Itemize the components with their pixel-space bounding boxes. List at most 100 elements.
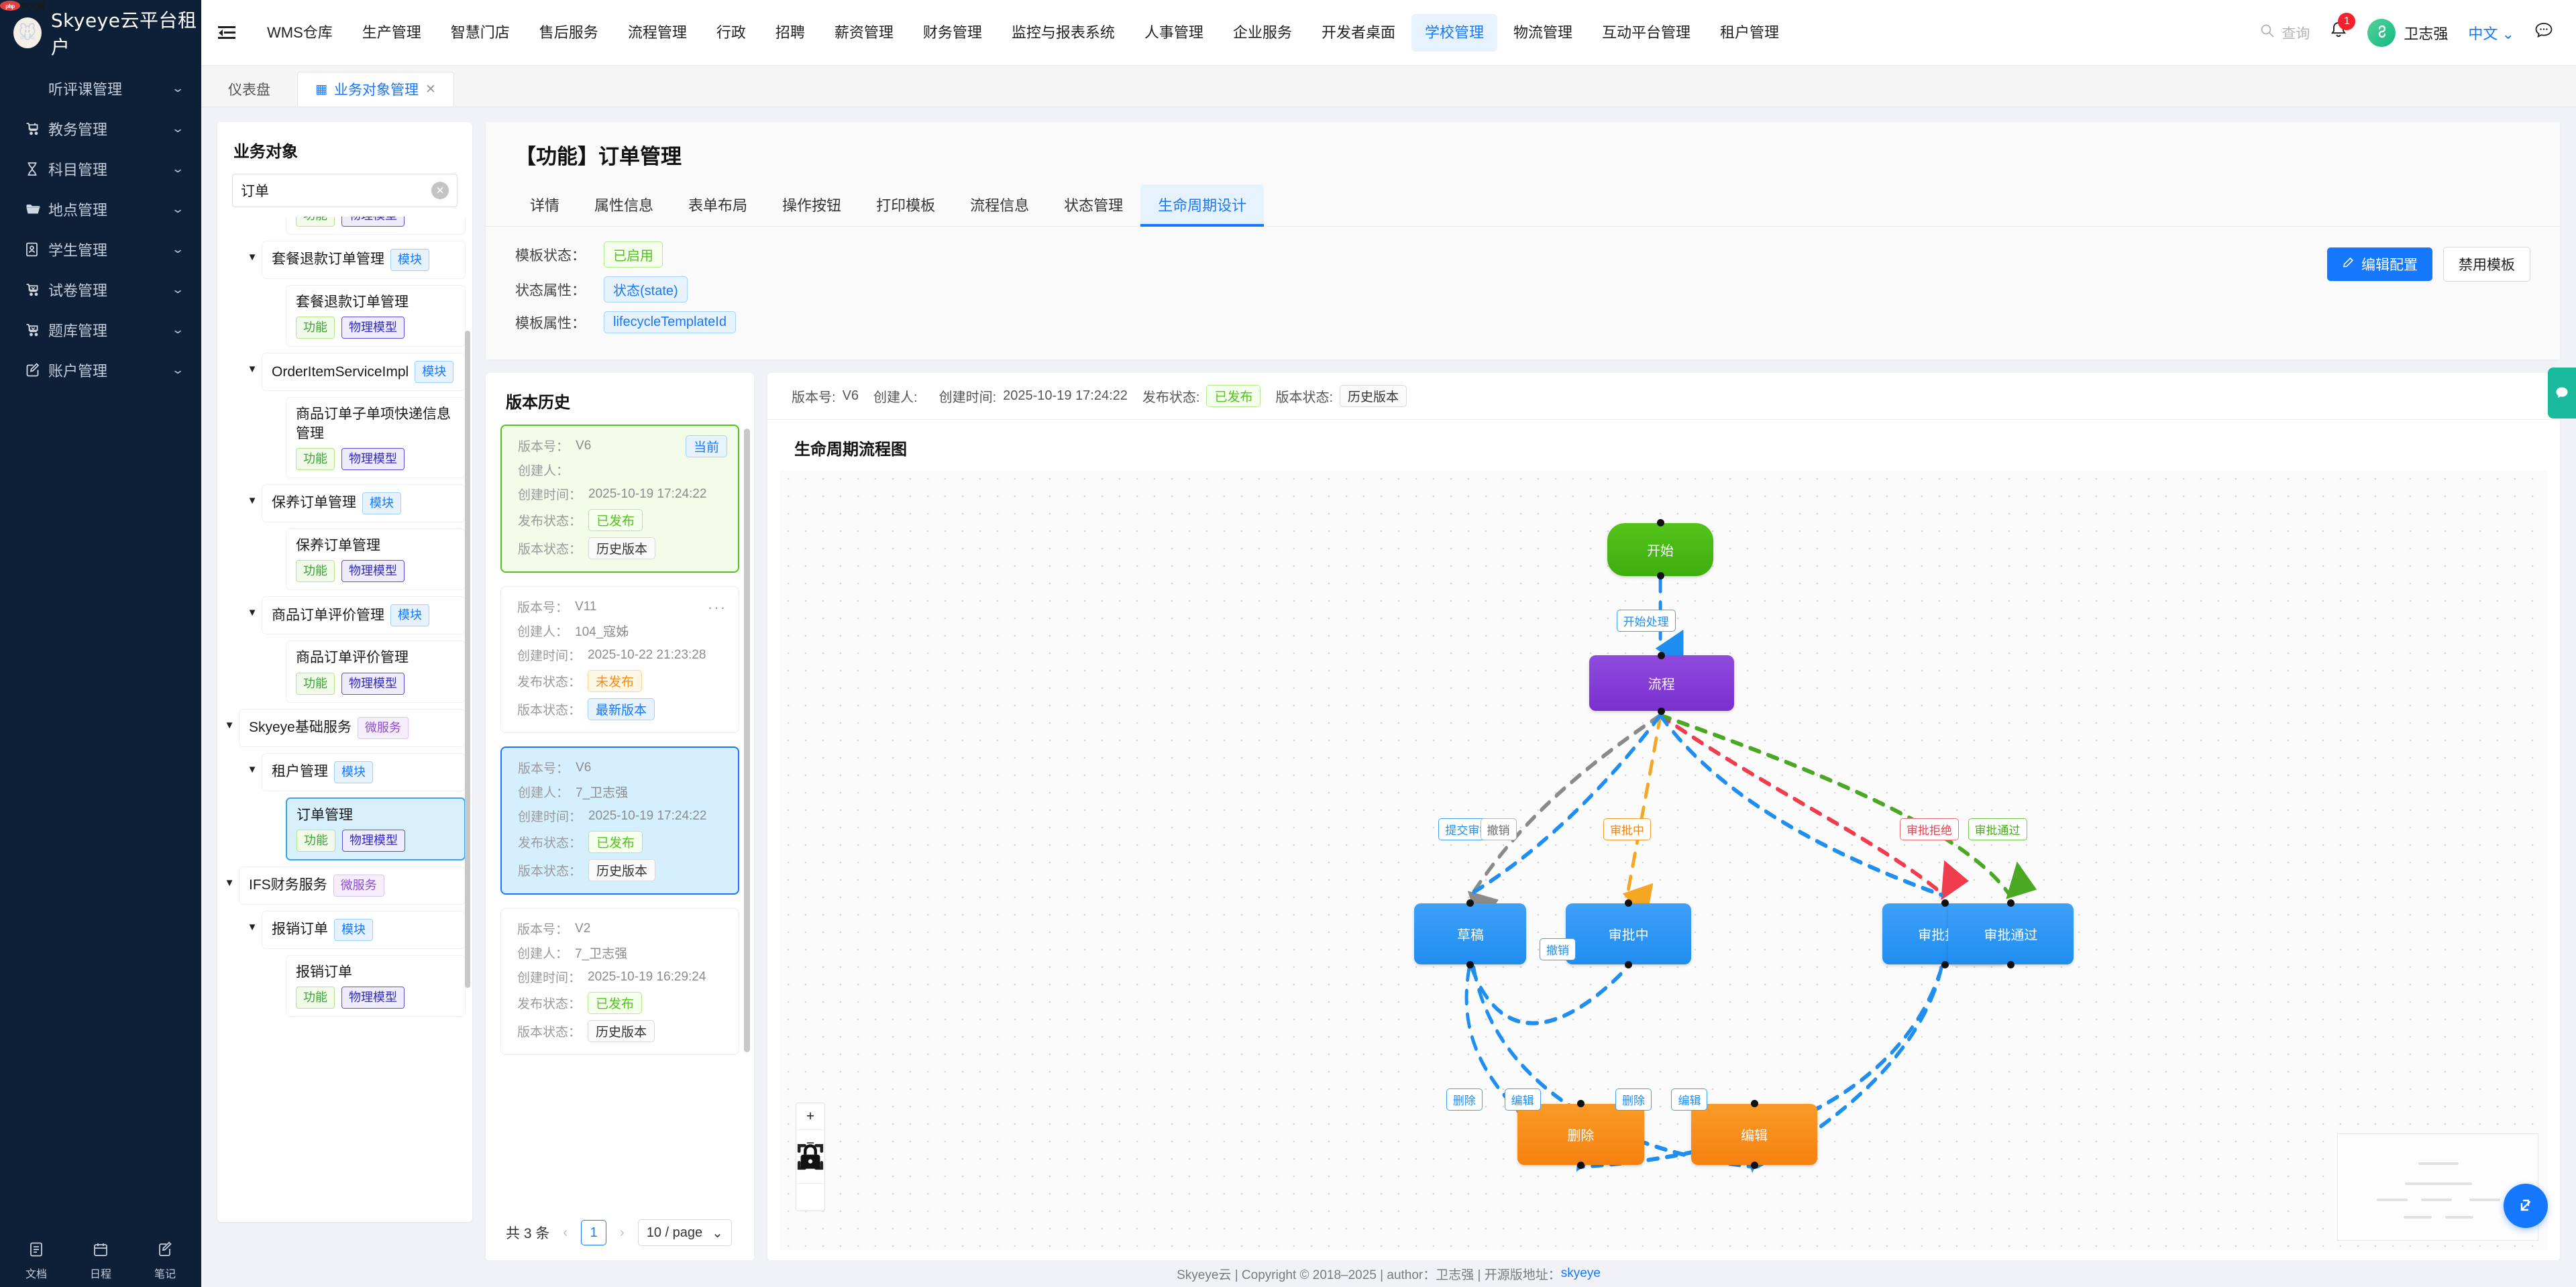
sidebar-item-5[interactable]: 学生管理⌄ (0, 229, 201, 270)
node-port-bottom[interactable] (1466, 960, 1474, 968)
nav-item-14[interactable]: 学校管理 (1411, 13, 1497, 52)
tree-node-9[interactable]: 商品订单评价管理功能物理模型 (286, 640, 466, 703)
nav-item-12[interactable]: 企业服务 (1232, 23, 1292, 41)
page-tab-1[interactable]: 仪表盘 (211, 72, 288, 107)
edit-config-button[interactable]: 编辑配置 (2327, 247, 2432, 281)
tree-node-2[interactable]: 套餐退款订单管理模块 (262, 241, 466, 279)
page-tab-2[interactable]: ▦业务对象管理✕ (297, 72, 454, 107)
tree-node-6[interactable]: 保养订单管理模块 (262, 484, 466, 523)
nav-item-15[interactable]: 物流管理 (1513, 23, 1572, 41)
nav-item-11[interactable]: 人事管理 (1144, 23, 1203, 41)
nav-item-17[interactable]: 租户管理 (1720, 23, 1780, 41)
canvas-minimap[interactable] (2337, 1133, 2538, 1241)
caret-down-icon[interactable]: ▼ (247, 763, 258, 775)
detail-tab-1[interactable]: 详情 (530, 197, 560, 214)
sidebar-item-1[interactable]: 听评课管理⌄ (0, 68, 201, 109)
nav-item-5[interactable]: 流程管理 (627, 23, 687, 41)
caret-down-icon[interactable]: ▼ (247, 251, 258, 263)
flow-node-edit[interactable]: 编辑 (1690, 1100, 1818, 1169)
node-port-top[interactable] (2006, 899, 2015, 907)
tree-node-3[interactable]: 套餐退款订单管理功能物理模型 (286, 285, 466, 347)
side-service-tab[interactable] (2548, 368, 2576, 418)
sidebar-item-4[interactable]: 地点管理⌄ (0, 189, 201, 229)
pager-page-1[interactable]: 1 (581, 1220, 607, 1245)
node-port-top[interactable] (1658, 651, 1666, 659)
detail-tab-7[interactable]: 状态管理 (1064, 197, 1124, 214)
notifications-button[interactable]: 1 (2330, 13, 2356, 44)
quick-action-fab[interactable] (2504, 1184, 2548, 1228)
nav-item-2[interactable]: 生产管理 (362, 23, 421, 41)
nav-item-1[interactable]: WMS仓库 (267, 23, 333, 41)
user-menu[interactable]: 卫志强 (2367, 18, 2448, 47)
nav-item-10[interactable]: 监控与报表系统 (1011, 23, 1115, 41)
node-port-bottom[interactable] (1750, 1161, 1758, 1169)
tree-node-11[interactable]: 租户管理模块 (262, 752, 466, 791)
clear-icon[interactable]: ✕ (431, 182, 449, 199)
nav-item-6[interactable]: 行政 (716, 23, 746, 41)
ellipsis-icon[interactable]: ··· (708, 599, 727, 616)
detail-tab-6[interactable]: 流程信息 (970, 197, 1030, 214)
flow-node-start[interactable]: 开始 (1607, 519, 1713, 580)
node-port-bottom[interactable] (2006, 960, 2015, 968)
sidebar-item-2[interactable]: 教务管理⌄ (0, 109, 201, 149)
pager-prev-button[interactable]: ‹ (563, 1225, 568, 1240)
page-size-select[interactable]: 10 / page ⌄ (637, 1219, 732, 1246)
nav-item-7[interactable]: 招聘 (775, 23, 805, 41)
sidebar-item-6[interactable]: 试卷管理⌄ (0, 270, 201, 310)
flow-canvas[interactable]: 开始流程草稿审批中审批拒绝审批通过删除编辑 开始处理提交审批撤销审批中审批拒绝审… (780, 470, 2548, 1250)
node-port-top[interactable] (1656, 519, 1664, 527)
close-icon[interactable]: ✕ (425, 82, 436, 97)
search-input[interactable]: 查询 (2249, 23, 2330, 43)
flow-node-draft[interactable]: 草稿 (1414, 899, 1527, 968)
nav-item-9[interactable]: 财务管理 (922, 23, 982, 41)
node-port-bottom[interactable] (1625, 960, 1633, 968)
flow-edge-label-4[interactable]: 审批中 (1603, 818, 1651, 841)
caret-down-icon[interactable]: ▼ (247, 363, 258, 376)
flow-edge-label-9[interactable]: 编辑 (1504, 1088, 1541, 1111)
chat-icon[interactable] (2534, 21, 2553, 44)
node-port-top[interactable] (1625, 899, 1633, 907)
tree-node-13[interactable]: IFS财务服务微服务 (239, 866, 466, 905)
caret-down-icon[interactable]: ▼ (247, 607, 258, 619)
detail-tab-8[interactable]: 生命周期设计 (1140, 184, 1265, 227)
sidebar-item-8[interactable]: 账户管理⌄ (0, 350, 201, 390)
brand-header[interactable]: 🐭 Skyeye云平台租户 (0, 0, 201, 66)
dock-button-3[interactable]: 笔记 (133, 1241, 197, 1281)
search-field[interactable]: 订单 ✕ (232, 174, 458, 207)
caret-down-icon[interactable]: ▼ (247, 495, 258, 507)
caret-down-icon[interactable]: ▼ (247, 921, 258, 934)
node-port-bottom[interactable] (1941, 960, 1949, 968)
footer-link[interactable]: skyeye (1560, 1266, 1601, 1280)
flow-node-proc[interactable]: 流程 (1589, 651, 1734, 715)
flow-edge-label-5[interactable]: 审批拒绝 (1900, 818, 1959, 841)
nav-item-13[interactable]: 开发者桌面 (1321, 23, 1395, 41)
nav-item-16[interactable]: 互动平台管理 (1601, 23, 1690, 41)
tree-node-10[interactable]: Skyeye基础服务微服务 (239, 708, 466, 747)
flow-edge-label-8[interactable]: 删除 (1446, 1088, 1483, 1111)
detail-tab-3[interactable]: 表单布局 (688, 197, 748, 214)
sidebar-item-7[interactable]: 题库管理⌄ (0, 310, 201, 350)
flow-edge-label-6[interactable]: 审批通过 (1968, 818, 2027, 841)
node-port-top[interactable] (1941, 899, 1949, 907)
flow-node-pass[interactable]: 审批通过 (1948, 899, 2074, 968)
tree-node-5[interactable]: 商品订单子单项快递信息管理功能物理模型 (286, 397, 466, 479)
disable-template-button[interactable]: 禁用模板 (2443, 247, 2530, 282)
node-port-bottom[interactable] (1576, 1161, 1585, 1169)
collapse-menu-icon[interactable] (201, 24, 252, 42)
nav-item-4[interactable]: 售后服务 (539, 23, 598, 41)
flow-edge-label-1[interactable]: 开始处理 (1616, 609, 1676, 632)
flow-edge-label-10[interactable]: 删除 (1615, 1088, 1652, 1111)
sidebar-item-3[interactable]: 科目管理⌄ (0, 149, 201, 189)
nav-item-3[interactable]: 智慧门店 (450, 23, 510, 41)
lock-button[interactable] (796, 1144, 824, 1211)
node-port-bottom[interactable] (1658, 707, 1666, 715)
detail-tab-2[interactable]: 属性信息 (594, 197, 654, 214)
caret-down-icon[interactable]: ▼ (224, 719, 235, 731)
tree-scrollbar[interactable] (465, 331, 470, 988)
tree-node-8[interactable]: 商品订单评价管理模块 (262, 596, 466, 635)
